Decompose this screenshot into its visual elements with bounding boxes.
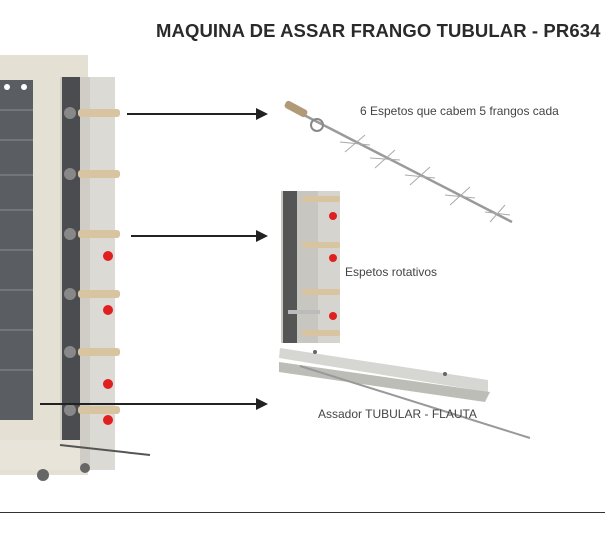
rotating-skewers-label: Espetos rotativos bbox=[345, 265, 438, 279]
rotating-skewers-inset bbox=[281, 191, 340, 343]
skewers-label: 6 Espetos que cabem 5 frangos cada bbox=[360, 104, 559, 118]
product-title: MAQUINA DE ASSAR FRANGO TUBULAR - PR634 bbox=[156, 20, 601, 41]
skewer-image bbox=[284, 100, 513, 224]
tubular-burner-label: Assador TUBULAR - FLAUTA bbox=[318, 407, 477, 421]
rotisserie-machine bbox=[0, 55, 151, 481]
handles bbox=[78, 109, 120, 414]
arrow-icon bbox=[40, 108, 268, 410]
divider bbox=[0, 512, 605, 513]
tubular-burner-image bbox=[279, 348, 531, 439]
